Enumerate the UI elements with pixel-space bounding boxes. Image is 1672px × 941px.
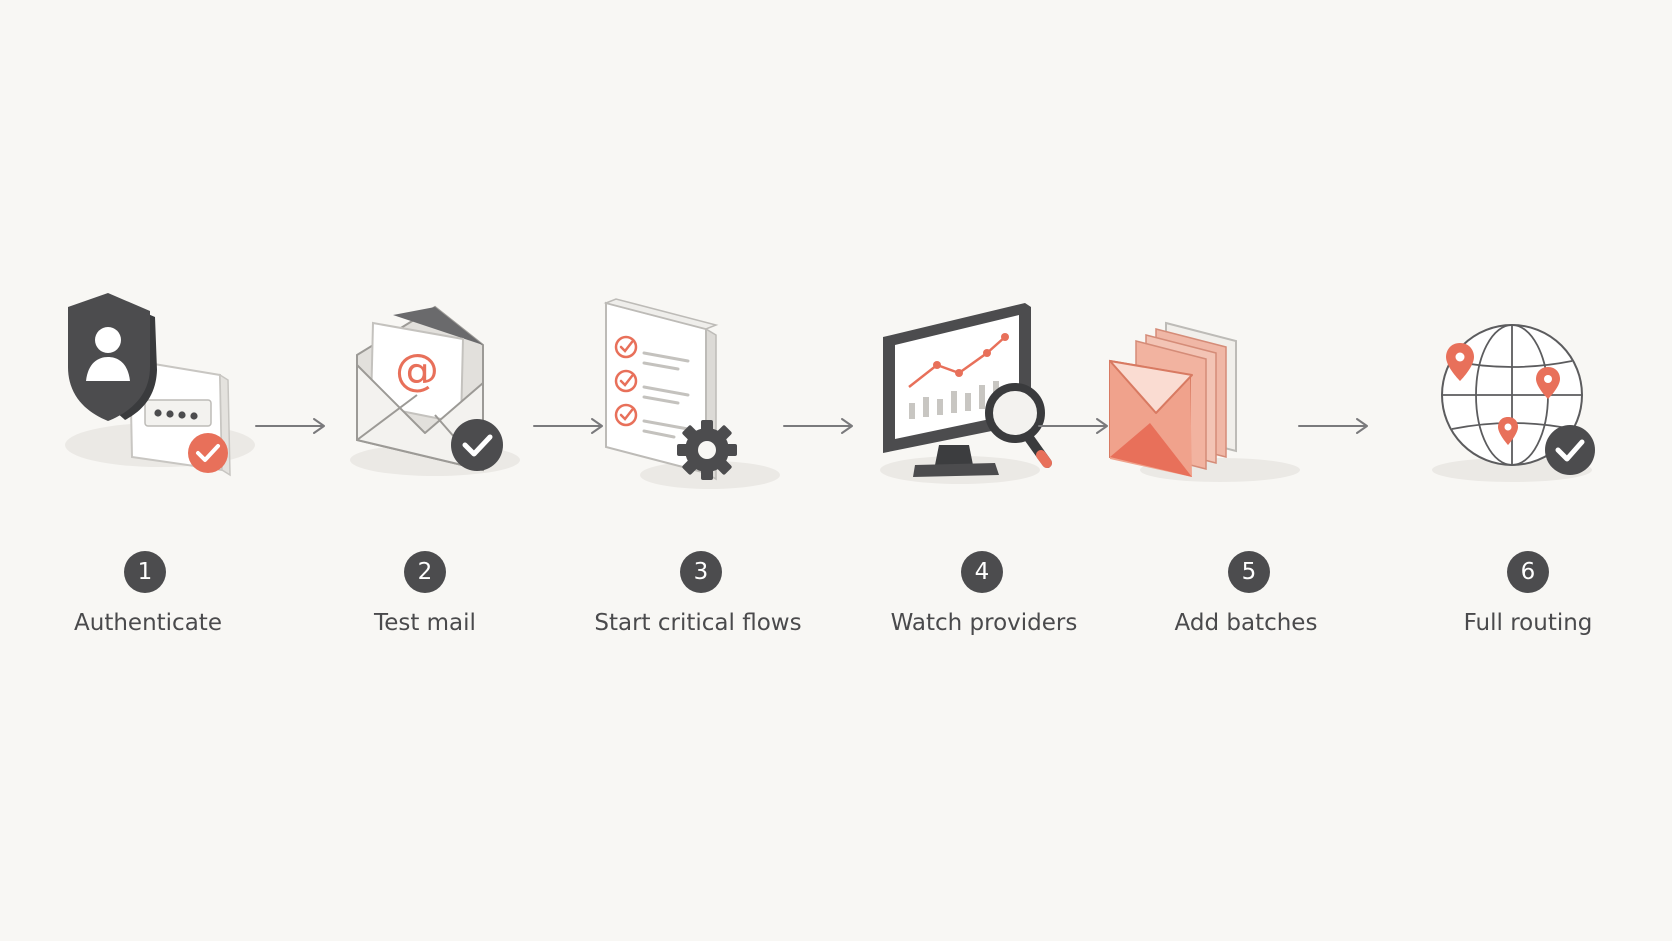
step-number-badge: 4 (961, 551, 1003, 593)
monitor-chart-magnifier-icon (875, 295, 1095, 515)
envelope-at-icon: @ (325, 285, 545, 505)
step-label: Test mail (374, 610, 476, 636)
arrow-right-icon (252, 416, 332, 436)
arrow-right-icon (1295, 416, 1375, 436)
step-number-badge: 1 (124, 551, 166, 593)
arrow-right-icon (780, 416, 860, 436)
step-number-badge: 5 (1228, 551, 1270, 593)
step-label: Add batches (1174, 610, 1318, 636)
arrow-right-icon (1035, 416, 1115, 436)
globe-pins-icon (1420, 295, 1640, 515)
arrow-right-icon (530, 416, 610, 436)
checklist-gear-icon (600, 295, 820, 515)
step-label: Watch providers (890, 610, 1078, 636)
step-number-badge: 2 (404, 551, 446, 593)
svg-text:@: @ (395, 345, 439, 396)
stacked-envelopes-icon (1109, 295, 1330, 515)
step-number-badge: 6 (1507, 551, 1549, 593)
step-label: Authenticate (74, 610, 222, 636)
step-number-badge: 3 (680, 551, 722, 593)
step-label: Start critical flows (594, 610, 802, 636)
shield-login-icon (50, 285, 270, 505)
step-label: Full routing (1463, 610, 1593, 636)
